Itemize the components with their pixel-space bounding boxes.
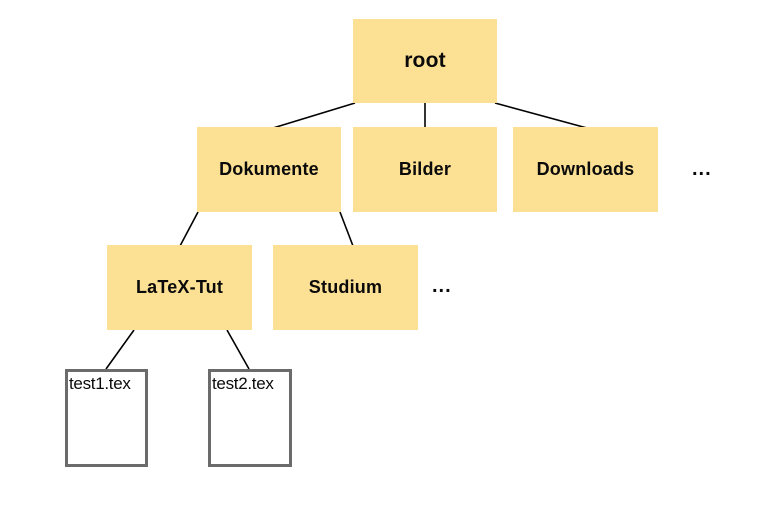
tree-node-dokumente: Dokumente bbox=[197, 127, 341, 212]
tree-node-dokumente-label: Dokumente bbox=[219, 159, 319, 179]
ellipsis-label: ... bbox=[692, 158, 712, 180]
tree-node-bilder-label: Bilder bbox=[398, 159, 452, 179]
tree-node-root-label: root bbox=[404, 49, 446, 72]
tree-node-test2-tex: test2.tex bbox=[208, 369, 292, 467]
edge-root-dokumente bbox=[272, 102, 356, 129]
tree-node-latex-tut: LaTeX-Tut bbox=[107, 245, 252, 330]
tree-node-latex-tut-label: LaTeX-Tut bbox=[135, 277, 224, 297]
edge-latextut-test2 bbox=[226, 329, 250, 370]
edge-dokumente-latextut bbox=[179, 211, 199, 247]
tree-node-test1-tex: test1.tex bbox=[65, 369, 148, 467]
tree-node-studium: Studium bbox=[273, 245, 418, 330]
tree-node-test1-tex-label: test1.tex bbox=[69, 374, 131, 393]
edge-latextut-test1 bbox=[105, 329, 135, 370]
tree-node-downloads: Downloads bbox=[513, 127, 658, 212]
edge-root-downloads bbox=[494, 102, 588, 129]
more-siblings-ellipsis-level2: ... bbox=[692, 158, 712, 181]
tree-node-bilder: Bilder bbox=[353, 127, 497, 212]
ellipsis-label: ... bbox=[432, 275, 452, 297]
tree-node-downloads-label: Downloads bbox=[536, 159, 635, 179]
edge-dokumente-studium bbox=[339, 211, 354, 247]
tree-node-studium-label: Studium bbox=[308, 277, 383, 297]
tree-node-root: root bbox=[353, 19, 497, 103]
more-siblings-ellipsis-level3: ... bbox=[432, 275, 452, 298]
tree-node-test2-tex-label: test2.tex bbox=[212, 374, 274, 393]
